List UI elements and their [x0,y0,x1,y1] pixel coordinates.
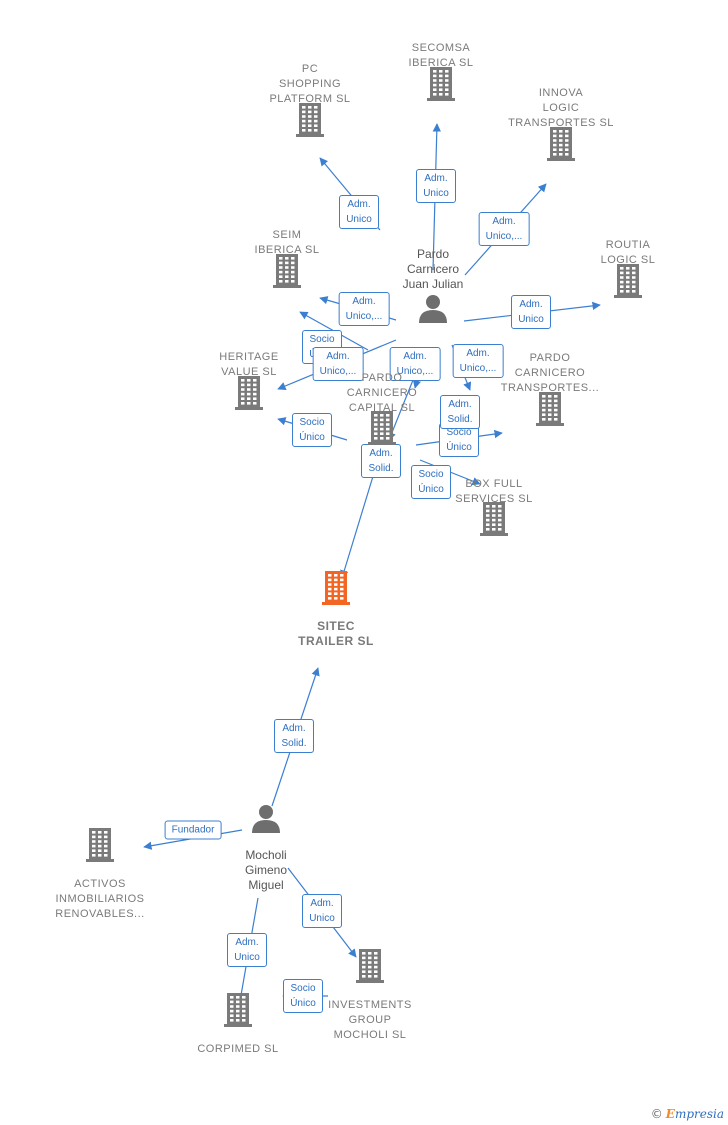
building-icon [480,502,508,536]
company-node[interactable] [163,992,313,1028]
company-name[interactable]: PC SHOPPING PLATFORM SL [269,63,351,105]
company-name[interactable]: SITEC TRAILER SL [298,619,374,648]
building-icon [224,993,252,1027]
person-node[interactable] [191,802,341,834]
company-node[interactable] [366,66,516,102]
company-name[interactable]: ROUTIA LOGIC SL [600,239,656,266]
relation-label[interactable]: Adm. Solid. [361,444,401,478]
brand-initial: E [665,1107,675,1121]
person-icon [252,805,280,833]
company-node[interactable] [307,410,457,446]
company-name[interactable]: ACTIVOS INMOBILIARIOS RENOVABLES... [55,878,145,920]
company-name[interactable]: SECOMSA IBERICA SL [408,42,474,69]
building-icon [356,949,384,983]
copyright-symbol: © [650,1107,663,1121]
building-icon [235,376,263,410]
building-icon [547,127,575,161]
relation-label[interactable]: Adm. Unico,... [452,344,504,378]
person-name[interactable]: Pardo Carnicero Juan Julian [402,247,464,291]
building-icon [296,103,324,137]
relation-label[interactable]: Socio Único [292,413,332,447]
company-name[interactable]: INVESTMENTS GROUP MOCHOLI SL [328,999,412,1041]
relation-label[interactable]: Adm. Unico [416,169,456,203]
person-icon [419,295,447,323]
building-icon [427,67,455,101]
company-name[interactable]: PARDO CARNICERO CAPITAL SL [346,372,418,414]
relation-label[interactable]: Fundador [164,820,222,840]
relation-label[interactable]: Adm. Solid. [274,719,314,753]
person-node[interactable] [358,292,508,324]
company-name[interactable]: HERITAGE VALUE SL [219,351,279,378]
relation-label[interactable]: Socio Único [283,979,323,1013]
building-icon [322,571,350,605]
company-name[interactable]: SEIM IBERICA SL [254,229,320,256]
relation-label[interactable]: Adm. Unico [227,933,267,967]
relation-label[interactable]: Adm. Unico,... [478,212,530,246]
relation-label[interactable]: Adm. Unico,... [338,292,390,326]
company-name[interactable]: INNOVA LOGIC TRANSPORTES SL [508,87,614,129]
company-node[interactable] [25,827,175,863]
building-icon [273,254,301,288]
empresia-logo: ©Empresia [651,1107,724,1121]
relation-label[interactable]: Adm. Solid. [440,395,480,429]
person-name[interactable]: Mocholi Gimeno Miguel [244,848,288,892]
relation-label[interactable]: Socio Único [411,465,451,499]
relation-label[interactable]: Adm. Unico [339,195,379,229]
relation-label[interactable]: Adm. Unico,... [389,347,441,381]
company-node[interactable] [486,126,636,162]
company-node[interactable] [475,391,625,427]
building-icon [86,828,114,862]
relation-label[interactable]: Adm. Unico [511,295,551,329]
focus-company-node[interactable] [261,570,411,606]
relation-label[interactable]: Adm. Unico [302,894,342,928]
company-node[interactable] [235,102,385,138]
brand-rest: mpresia [674,1107,724,1121]
company-name[interactable]: CORPIMED SL [197,1043,279,1055]
company-node[interactable] [212,253,362,289]
company-node[interactable] [419,501,569,537]
company-node[interactable] [553,263,703,299]
company-name[interactable]: PARDO CARNICERO TRANSPORTES... [500,352,600,394]
company-node[interactable] [295,948,445,984]
building-icon [536,392,564,426]
building-icon [614,264,642,298]
building-icon [368,411,396,445]
relation-label[interactable]: Adm. Unico,... [312,347,364,381]
company-name[interactable]: BOX FULL SERVICES SL [455,478,533,505]
company-node[interactable] [174,375,324,411]
